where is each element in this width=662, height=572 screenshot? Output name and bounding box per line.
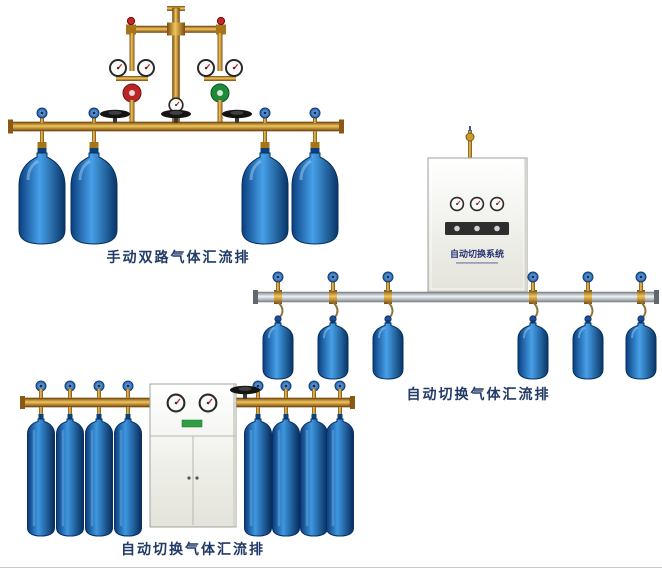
control-cabinet: 自动切换系统 — [427, 157, 528, 293]
silver-manifold-pipe — [253, 290, 659, 304]
inlet-header-piping — [126, 6, 226, 125]
gas-cylinder — [625, 314, 657, 380]
gas-cylinder — [572, 314, 604, 380]
cylinder-station — [55, 380, 85, 538]
gas-cylinder — [372, 314, 404, 380]
gas-cylinder — [113, 412, 143, 538]
gas-cylinder — [325, 412, 355, 538]
shutoff-valve-handwheel — [100, 109, 130, 123]
gas-cylinder — [243, 412, 273, 538]
cylinder-station — [69, 107, 119, 246]
cylinder-station — [17, 107, 67, 246]
pressure-gauge — [109, 59, 127, 77]
cylinder-station — [262, 271, 294, 380]
gas-cylinder — [262, 314, 294, 380]
cabinet-top-valve — [465, 126, 475, 160]
figure-caption-manual-dual: 手动双路气体汇流排 — [106, 249, 251, 265]
control-cabinet — [149, 383, 237, 528]
gas-cylinder — [69, 146, 119, 246]
gas-cylinder — [26, 412, 56, 538]
gas-cylinder — [317, 314, 349, 380]
cylinder-station — [572, 271, 604, 380]
page-bottom-rule — [0, 567, 662, 568]
shutoff-valve-handwheel — [222, 109, 252, 123]
auto-switch-cabinet-illustration — [20, 380, 355, 538]
cylinder-station — [240, 107, 290, 246]
right-pressure-regulator — [197, 59, 243, 123]
cylinder-station — [517, 271, 549, 380]
gas-cylinder — [84, 412, 114, 538]
door-handle — [187, 476, 191, 480]
gas-cylinder — [299, 412, 329, 538]
gas-cylinder — [17, 146, 67, 246]
cylinder-station — [372, 271, 404, 380]
cylinder-station — [26, 380, 56, 538]
pressure-gauge — [197, 59, 215, 77]
cabinet-label: 自动切换系统 — [450, 248, 504, 259]
gas-cylinder — [517, 314, 549, 380]
cylinder-station — [84, 380, 114, 538]
auto-switch-wall-illustration: 自动切换系统 — [253, 126, 659, 380]
red-valve-knob — [216, 16, 226, 26]
pressure-gauge — [137, 59, 155, 77]
gas-cylinder — [271, 412, 301, 538]
green-indicator — [181, 419, 203, 428]
cylinder-station — [243, 380, 273, 538]
cylinder-station — [299, 380, 329, 538]
pressure-gauge — [225, 59, 243, 77]
cylinder-station — [113, 380, 143, 538]
cabinet-subtitle-line — [456, 262, 498, 264]
figure-caption-auto-switch-cabinet: 自动切换气体汇流排 — [121, 541, 265, 557]
cylinder-station — [290, 107, 340, 246]
shutoff-valve-handwheel — [161, 109, 191, 123]
panel-gauge — [489, 196, 505, 212]
manual-dual-manifold-illustration — [8, 6, 344, 246]
cylinder-station — [271, 380, 301, 538]
figure-caption-auto-switch-wall: 自动切换气体汇流排 — [406, 386, 551, 402]
door-handle — [195, 476, 199, 480]
cylinder-station — [325, 380, 355, 538]
panel-gauge — [449, 196, 465, 212]
cylinder-station — [625, 271, 657, 380]
panel-gauge — [166, 393, 186, 413]
red-valve-knob — [126, 16, 136, 26]
panel-gauge — [469, 196, 485, 212]
left-pressure-regulator — [109, 59, 155, 123]
center-pressure-gauge — [168, 97, 184, 113]
gas-cylinder — [55, 412, 85, 538]
panel-gauge — [198, 393, 218, 413]
cylinder-station — [317, 271, 349, 380]
